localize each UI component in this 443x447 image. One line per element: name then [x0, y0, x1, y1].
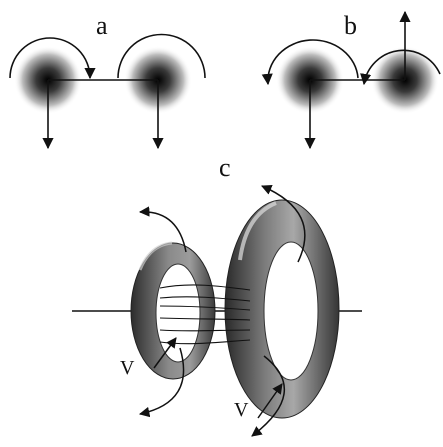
label-c: c — [219, 153, 231, 182]
label-a: a — [96, 11, 108, 40]
circulation-arrow-large-top — [261, 184, 306, 263]
panel-a: a — [9, 11, 206, 150]
circulation-arrow-large-bottom — [251, 355, 286, 437]
circulation-arrow-a-left — [9, 37, 96, 80]
label-v-large-ring: V — [234, 399, 249, 421]
label-v-small-ring: V — [120, 357, 135, 379]
velocity-arrow-large-ring — [257, 383, 283, 419]
circulation-arrow-a-right — [117, 33, 206, 79]
circulation-arrow-small-bottom — [138, 347, 185, 418]
velocity-arrow-small-ring — [153, 337, 177, 369]
circulation-arrow-b-left — [261, 39, 359, 86]
small-vortex-ring — [130, 241, 216, 380]
circulation-arrow-b-right — [360, 49, 441, 86]
panel-b: b — [261, 10, 441, 150]
large-vortex-ring — [224, 199, 340, 419]
panel-c: c V V — [72, 153, 362, 437]
streamlines — [159, 284, 251, 345]
circulation-arrow-small-top — [138, 206, 187, 253]
label-b: b — [344, 11, 357, 40]
